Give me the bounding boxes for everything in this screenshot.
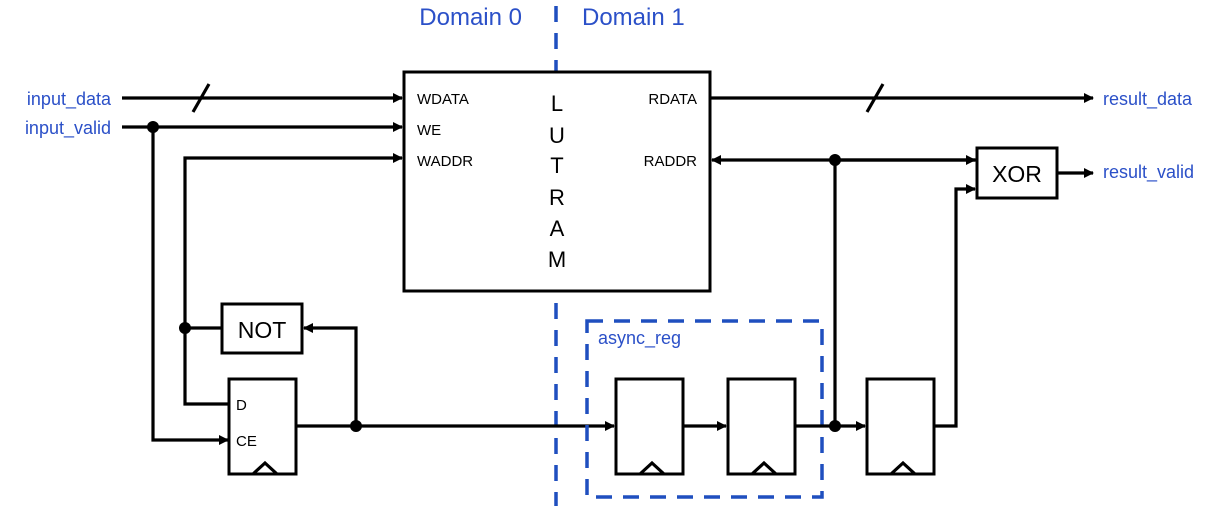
junction-ff-out [350,420,362,432]
lutram-title: L U T R A M [548,91,566,272]
not-gate [220,302,304,355]
lutram-letter: L [551,91,563,116]
clock-triangle [889,460,917,476]
junction-valid [147,121,159,133]
domain-1-label: Domain 1 [582,4,685,31]
lutram-letter: U [549,123,565,148]
lutram-letter: A [550,216,565,241]
xor-gate [975,146,1059,200]
input-valid-label: input_valid [25,118,111,139]
junction-waddr [179,322,191,334]
delay-flipflop [865,377,936,476]
sync-flipflop-2 [726,377,797,476]
wire-ff3-to-xor [934,184,976,428]
lutram-letter: T [550,153,563,178]
port-rdata: RDATA [648,91,697,108]
junction-sync-out [829,420,841,432]
ff-d-label: D [236,397,247,414]
sync-flipflop-1 [614,377,685,476]
port-wdata: WDATA [417,91,469,108]
wire-feedback-to-not [303,323,358,426]
bus-slash-in [191,83,211,113]
async-reg-group [585,319,824,499]
port-we: WE [417,122,441,139]
result-data-label: result_data [1103,89,1193,110]
wire-waddr-loop [183,153,403,406]
lutram-block [402,70,712,293]
junction-raddr [829,154,841,166]
bus-slash-out [865,83,885,113]
port-raddr: RADDR [644,153,698,170]
write-pointer-flipflop [227,377,298,476]
not-gate-label: NOT [238,317,287,343]
domain-0-label: Domain 0 [419,4,522,31]
async-reg-label: async_reg [598,328,681,349]
wire-valid-to-ce [151,127,229,445]
lutram-letter: R [549,185,565,210]
clock-triangle [251,460,279,476]
port-waddr: WADDR [417,153,473,170]
lutram-letter: M [548,247,566,272]
xor-gate-label: XOR [992,161,1042,187]
clock-triangle [750,460,778,476]
result-valid-label: result_valid [1103,162,1194,183]
clock-triangle [638,460,666,476]
ff-ce-label: CE [236,433,257,450]
input-data-label: input_data [27,89,112,110]
